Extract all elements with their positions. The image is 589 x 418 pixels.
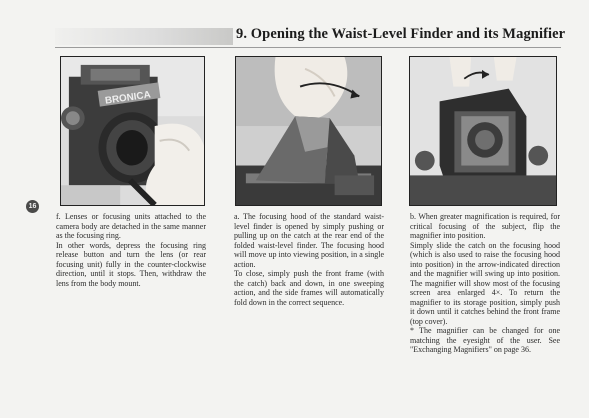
caption-footnote: * The magnifier can be changed for one m… (410, 326, 560, 354)
page-number-badge: 16 (26, 200, 39, 213)
header-rule (55, 47, 561, 48)
caption-paragraph: f. Lenses or focusing units attached to … (56, 212, 206, 240)
section-title: 9. Opening the Waist-Level Finder and it… (236, 26, 566, 42)
caption-column-b: b. When greater magnification is require… (410, 212, 560, 355)
caption-paragraph: To close, simply push the front frame (w… (234, 269, 384, 307)
caption-paragraph: In other words, depress the focusing rin… (56, 240, 206, 288)
header-gradient-bar (55, 28, 233, 45)
caption-paragraph: Simply slide the catch on the focusing h… (410, 240, 560, 326)
caption-paragraph: a. The focusing hood of the standard wai… (234, 212, 384, 269)
caption-column-f: f. Lenses or focusing units attached to … (56, 212, 206, 288)
photo-magnifier (409, 56, 557, 206)
photo-lens-detach: BRONICA (60, 56, 205, 206)
caption-paragraph: b. When greater magnification is require… (410, 212, 560, 240)
caption-column-a: a. The focusing hood of the standard wai… (234, 212, 384, 307)
photo-hood-open (235, 56, 382, 206)
